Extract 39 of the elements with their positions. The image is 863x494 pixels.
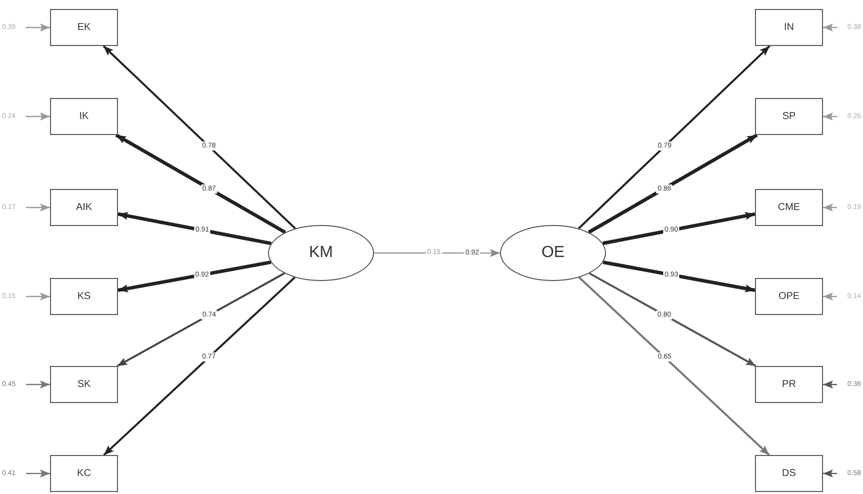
arrow bbox=[823, 24, 837, 32]
arrow bbox=[374, 249, 500, 257]
latent-label: OE bbox=[541, 244, 565, 262]
indicator-box: IN bbox=[755, 9, 823, 46]
arrow bbox=[588, 133, 758, 234]
arrow bbox=[115, 133, 286, 234]
arrow bbox=[578, 276, 770, 456]
indicator-box: DS bbox=[755, 455, 823, 492]
arrow bbox=[26, 24, 50, 32]
indicator-box: SK bbox=[50, 366, 118, 403]
arrow bbox=[578, 45, 770, 230]
arrow bbox=[116, 272, 285, 367]
arrow bbox=[26, 112, 50, 120]
arrow bbox=[602, 260, 756, 292]
arrow bbox=[602, 212, 756, 246]
arrow bbox=[118, 212, 272, 246]
indicator-box: EK bbox=[50, 9, 118, 46]
arrow bbox=[26, 204, 50, 212]
arrow bbox=[102, 45, 296, 230]
indicator-box: PR bbox=[755, 366, 823, 403]
latent-label: KM bbox=[309, 244, 333, 262]
arrow bbox=[823, 112, 837, 120]
arrow bbox=[26, 470, 50, 478]
indicator-box: CME bbox=[755, 189, 823, 226]
arrow bbox=[26, 292, 50, 300]
indicator-box: KS bbox=[50, 278, 118, 315]
arrow bbox=[823, 292, 837, 300]
arrow bbox=[823, 204, 837, 212]
indicator-box: KC bbox=[50, 455, 118, 492]
indicator-box: OPE bbox=[755, 278, 823, 315]
arrow bbox=[588, 272, 756, 367]
arrow bbox=[103, 276, 296, 456]
indicator-box: IK bbox=[50, 98, 118, 135]
indicator-box: AIK bbox=[50, 189, 118, 226]
indicator-box: SP bbox=[755, 98, 823, 135]
arrow bbox=[823, 470, 837, 478]
arrow bbox=[26, 380, 50, 388]
arrow bbox=[118, 260, 272, 292]
arrow bbox=[823, 380, 837, 388]
